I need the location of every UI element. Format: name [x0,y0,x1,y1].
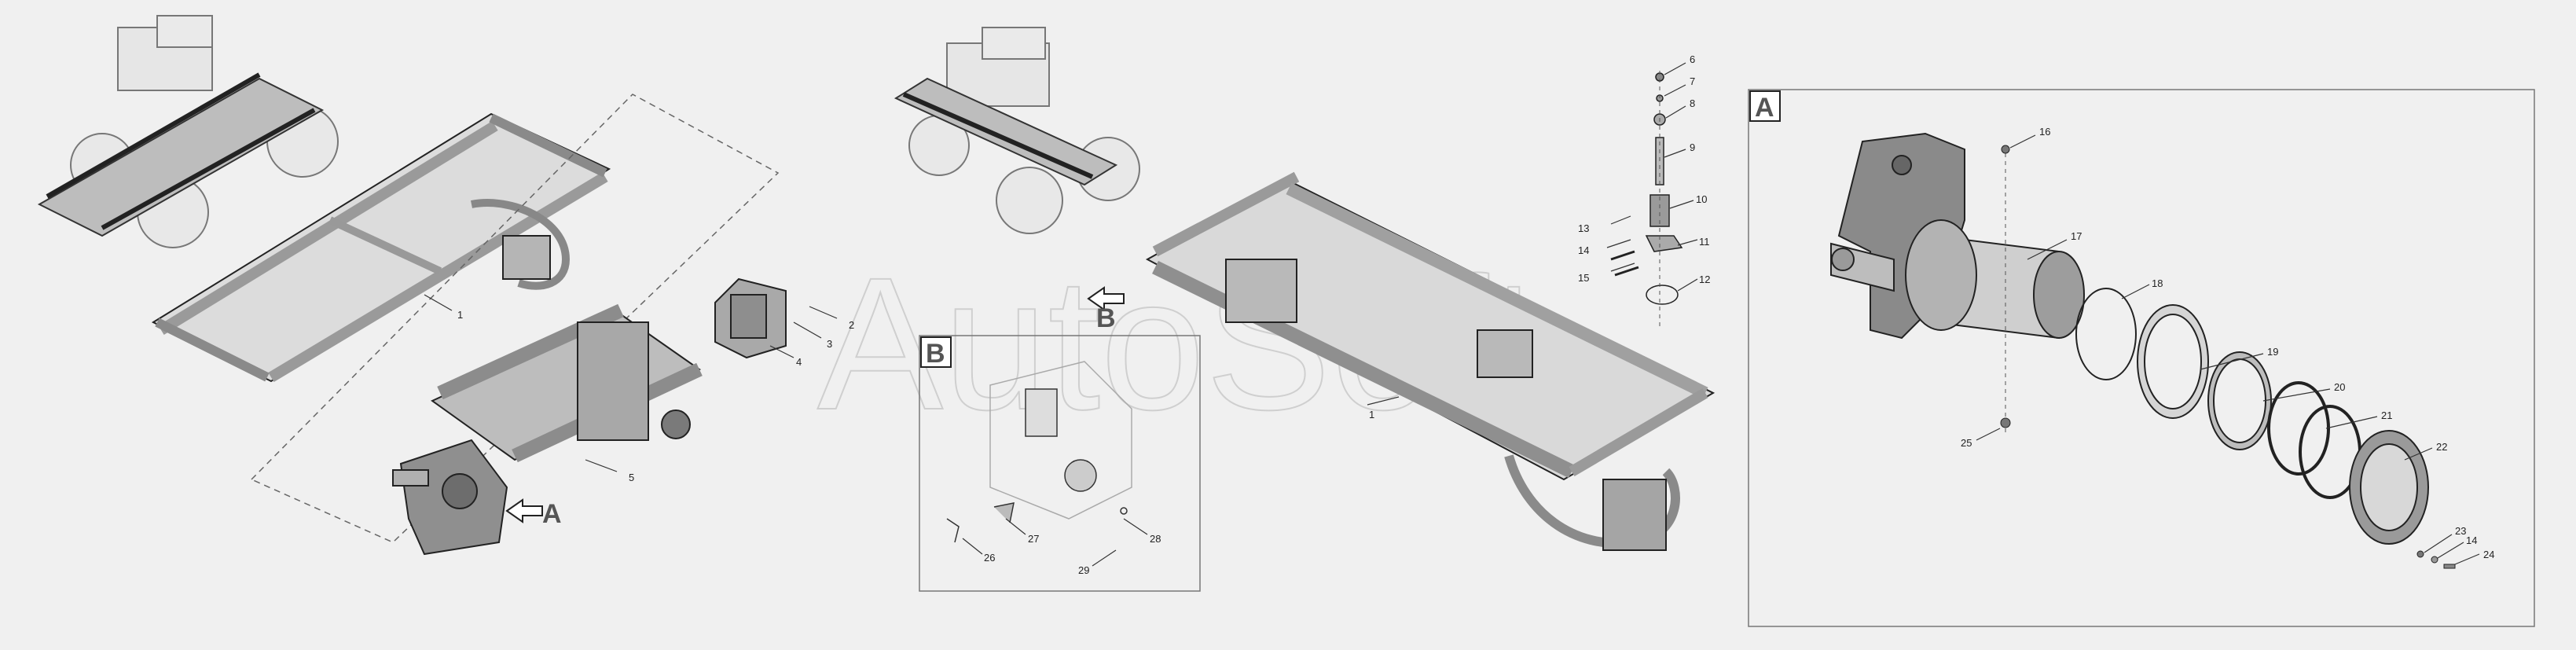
kingpin-stack [1610,72,1683,305]
leader-21 [2325,416,2378,429]
leader-8 [1665,105,1686,119]
callout-16: 16 [2039,126,2050,138]
tractor-thumbnail-left [37,15,339,248]
leader-27 [1005,518,1026,535]
callout-13: 13 [1578,222,1589,234]
leader-17 [2027,239,2068,260]
callout-15: 15 [1578,272,1589,284]
leader-28 [1123,518,1148,535]
leader-6 [1664,62,1686,75]
bracket-part-4 [714,277,787,359]
callout-1a: 1 [457,309,463,321]
callout-14a: 14 [1578,244,1589,256]
leader-23 [2424,534,2453,553]
leader-22 [2404,447,2433,461]
steering-knuckle-left [392,439,508,556]
callout-25: 25 [1961,437,1972,449]
callout-18: 18 [2152,277,2163,289]
callout-17: 17 [2071,230,2082,242]
callout-6: 6 [1690,53,1695,65]
leader-2 [809,306,838,319]
assembly-dashed-outline [250,94,780,543]
leader-5 [585,459,618,472]
callout-7: 7 [1690,75,1695,87]
leader-16 [2009,134,2036,149]
leader-10 [1669,200,1694,209]
leader-13 [1610,215,1631,225]
subframe-left [431,303,703,463]
leader-3 [793,321,822,339]
leader-29 [1092,549,1117,567]
detail-a-badge [1749,90,1781,122]
callout-11: 11 [1699,236,1710,248]
leader-15 [1610,263,1635,272]
callout-23: 23 [2455,525,2466,537]
leader-26 [962,538,983,555]
main-frame-left [151,112,611,383]
bolt-16 [2001,145,2010,154]
leader-7 [1664,84,1686,97]
callout-29: 29 [1078,564,1089,576]
view-label-a-left: A [542,499,562,529]
callout-19: 19 [2267,346,2278,358]
seal-rings [2075,288,2429,545]
callout-10: 10 [1696,193,1707,205]
detail-b-frame [919,335,1201,592]
callout-27: 27 [1028,533,1039,545]
leader-11 [1677,239,1698,246]
leader-14a [1606,239,1631,248]
view-arrow-a-left: A [505,498,562,529]
knuckle-housing-detail-a [1830,132,2085,340]
callout-21: 21 [2381,409,2392,421]
view-arrow-b-frame: B [1087,286,1125,333]
callout-4: 4 [796,356,802,368]
callout-12: 12 [1699,274,1710,285]
leader-14b [2437,542,2464,559]
leader-18 [2121,284,2150,299]
callout-24: 24 [2483,549,2494,560]
detail-a-title: A [1755,93,1774,123]
screw-24 [2443,564,2456,569]
callout-14b: 14 [2466,534,2477,546]
callout-2: 2 [849,319,854,331]
tractor-thumbnail-middle [894,27,1140,234]
callout-28: 28 [1150,533,1161,545]
view-label-b-frame: B [1096,303,1116,333]
callout-5: 5 [629,472,634,483]
detail-b-badge [920,336,952,368]
callout-3: 3 [827,338,832,350]
washer-14 [2431,556,2438,564]
callout-8: 8 [1690,97,1695,109]
leader-20 [2262,388,2331,402]
callout-22: 22 [2436,441,2447,453]
detail-b-title: B [926,339,945,369]
main-frame-middle [1145,171,1715,551]
leader-1a [424,294,453,311]
callout-20: 20 [2334,381,2345,393]
leader-24 [2454,553,2480,565]
leader-12 [1677,278,1698,292]
callout-1b: 1 [1369,409,1374,420]
detail-b-content [946,361,1132,543]
detail-a-frame [1748,89,2535,627]
leader-1b [1367,396,1400,406]
bolt-23 [2416,550,2424,558]
leader-4 [769,345,794,358]
leader-25 [1976,428,2001,441]
leader-9 [1664,149,1686,158]
callout-26: 26 [984,552,995,564]
callout-9: 9 [1690,141,1695,153]
bolt-25 [2000,417,2011,428]
leader-19 [2200,353,2264,370]
